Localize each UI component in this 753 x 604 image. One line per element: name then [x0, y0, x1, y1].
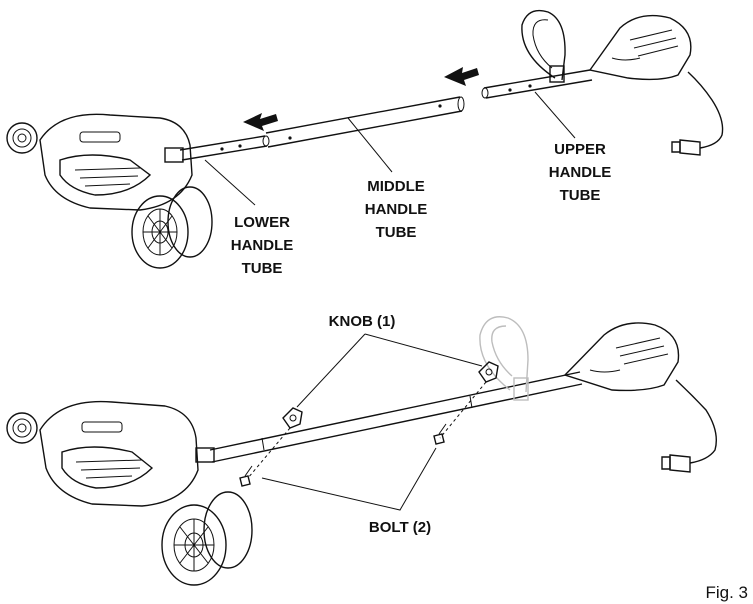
loop-handle-bottom [479, 316, 529, 393]
trimmer-head-top [6, 113, 213, 269]
lower-handle-tube-top [179, 135, 270, 161]
knob-right [478, 361, 499, 383]
upper-handle-tube-label-line1: UPPER [554, 141, 606, 158]
upper-handle-tube-label-line3: TUBE [560, 187, 601, 204]
trimmer-head-bottom [6, 400, 253, 586]
insert-arrow-1 [243, 113, 278, 131]
lower-handle-tube-label-line1: LOWER [234, 214, 290, 231]
insert-arrow-2 [444, 67, 479, 86]
lower-handle-tube-label-line3: TUBE [242, 260, 283, 277]
upper-handle-tube-label-line2: HANDLE [549, 164, 612, 181]
middle-handle-tube-top [265, 96, 465, 148]
middle-handle-tube-label-line1: MIDDLE [367, 178, 425, 195]
middle-handle-tube-label-line2: HANDLE [365, 201, 428, 218]
bolt-label: BOLT (2) [369, 519, 431, 536]
assembled-handle-tube [209, 371, 583, 463]
loop-handle-top [521, 9, 566, 81]
bolt-left [239, 465, 253, 487]
bolt-right [433, 423, 447, 445]
switch-handle-bottom [563, 322, 680, 392]
bottom-view-assembled [6, 316, 718, 586]
knob-label: KNOB (1) [329, 313, 396, 330]
lower-handle-tube-label-line2: HANDLE [231, 237, 294, 254]
figure-caption: Fig. 3 [705, 583, 748, 602]
top-view-exploded [6, 9, 724, 269]
power-cord-bottom [675, 379, 718, 464]
power-cord-top [687, 71, 724, 149]
switch-handle-top [588, 14, 692, 81]
upper-handle-tube-top [481, 69, 593, 99]
knob-left [282, 407, 303, 429]
middle-handle-tube-label-line3: TUBE [376, 224, 417, 241]
